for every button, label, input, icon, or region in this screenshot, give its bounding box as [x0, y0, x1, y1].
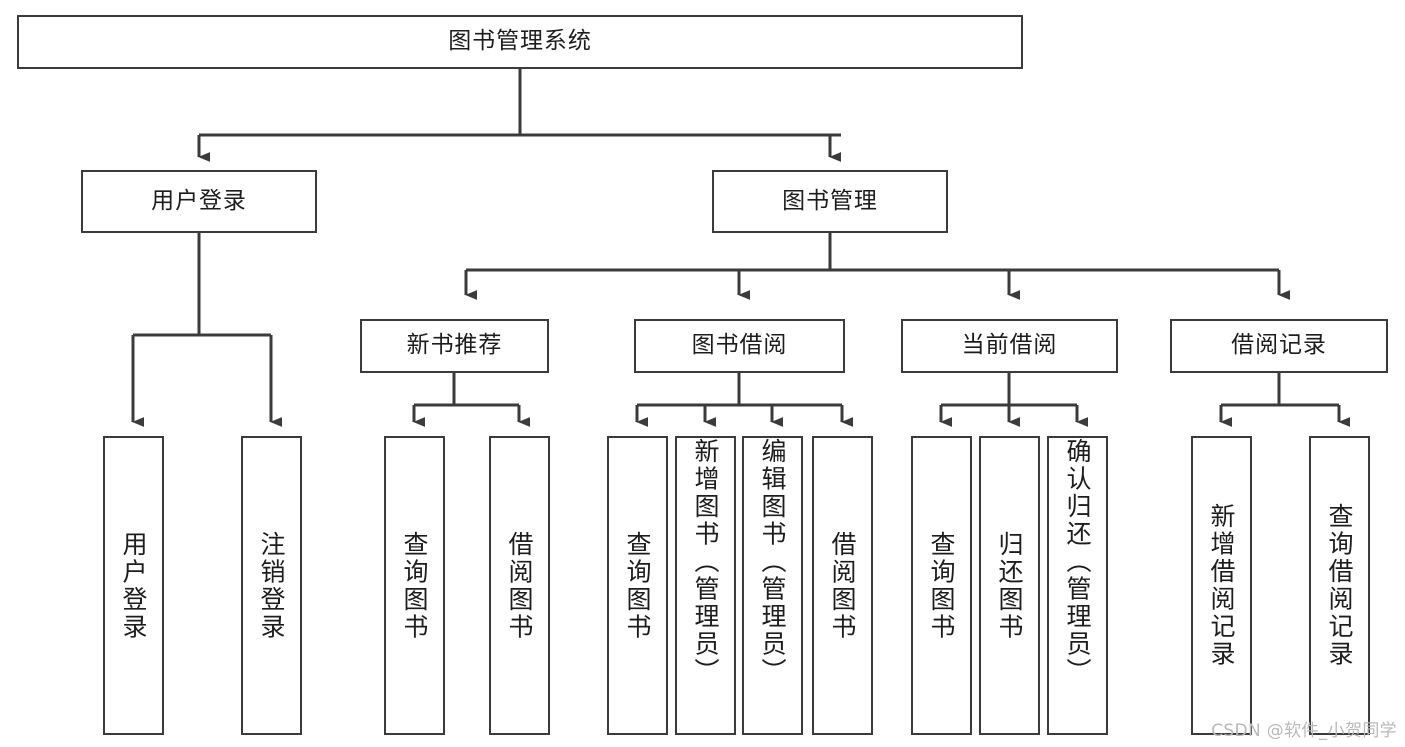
node-user-login[interactable]: 用户登录: [81, 170, 317, 233]
node-label: 借阅图书: [505, 530, 534, 641]
leaf-book-borrow-query-book[interactable]: 查询图书: [607, 436, 668, 735]
leaf-book-borrow-add-book-admin[interactable]: 新增图书（管理员）: [675, 436, 736, 735]
node-label: 查询借阅记录: [1325, 503, 1354, 668]
node-label: 查询图书: [623, 530, 652, 641]
node-label: 新增图书（管理员）: [691, 438, 720, 686]
node-book-borrow[interactable]: 图书借阅: [634, 319, 845, 373]
leaf-user-login-logout[interactable]: 注销登录: [241, 436, 302, 735]
node-label: 确认归还（管理员）: [1063, 438, 1092, 686]
leaf-current-borrow-return-book[interactable]: 归还图书: [979, 436, 1040, 735]
leaf-new-book-query-book[interactable]: 查询图书: [384, 436, 445, 735]
watermark-text: CSDN @软件_小贺同学: [1211, 721, 1397, 741]
node-book-management[interactable]: 图书管理: [712, 170, 948, 233]
leaf-current-borrow-query-book[interactable]: 查询图书: [911, 436, 972, 735]
leaf-book-borrow-borrow-book[interactable]: 借阅图书: [812, 436, 873, 735]
node-label: 借阅图书: [828, 530, 857, 641]
node-label: 新书推荐: [406, 332, 503, 359]
node-root-book-management-system[interactable]: 图书管理系统: [17, 15, 1023, 69]
node-borrow-record[interactable]: 借阅记录: [1170, 319, 1388, 373]
node-label: 注销登录: [257, 530, 286, 641]
leaf-borrow-record-query-record[interactable]: 查询借阅记录: [1309, 436, 1370, 735]
node-label: 用户登录: [151, 187, 247, 214]
node-label: 用户登录: [119, 530, 148, 641]
node-label: 归还图书: [995, 530, 1024, 641]
node-current-borrow[interactable]: 当前借阅: [901, 319, 1118, 373]
leaf-borrow-record-add-record[interactable]: 新增借阅记录: [1191, 436, 1252, 735]
node-label: 查询图书: [927, 530, 956, 641]
node-label: 图书借阅: [691, 332, 788, 359]
node-label: 编辑图书（管理员）: [758, 438, 787, 686]
node-new-book-recommend[interactable]: 新书推荐: [360, 319, 549, 373]
node-label: 查询图书: [400, 530, 429, 641]
leaf-book-borrow-edit-book-admin[interactable]: 编辑图书（管理员）: [742, 436, 803, 735]
node-label: 新增借阅记录: [1207, 503, 1236, 668]
leaf-new-book-borrow-book[interactable]: 借阅图书: [489, 436, 550, 735]
leaf-user-login-login[interactable]: 用户登录: [103, 436, 164, 735]
leaf-current-borrow-confirm-return-admin[interactable]: 确认归还（管理员）: [1047, 436, 1108, 735]
node-label: 当前借阅: [961, 332, 1058, 359]
node-label: 借阅记录: [1231, 332, 1327, 359]
node-label: 图书管理: [782, 187, 878, 214]
node-label: 图书管理系统: [448, 28, 592, 55]
